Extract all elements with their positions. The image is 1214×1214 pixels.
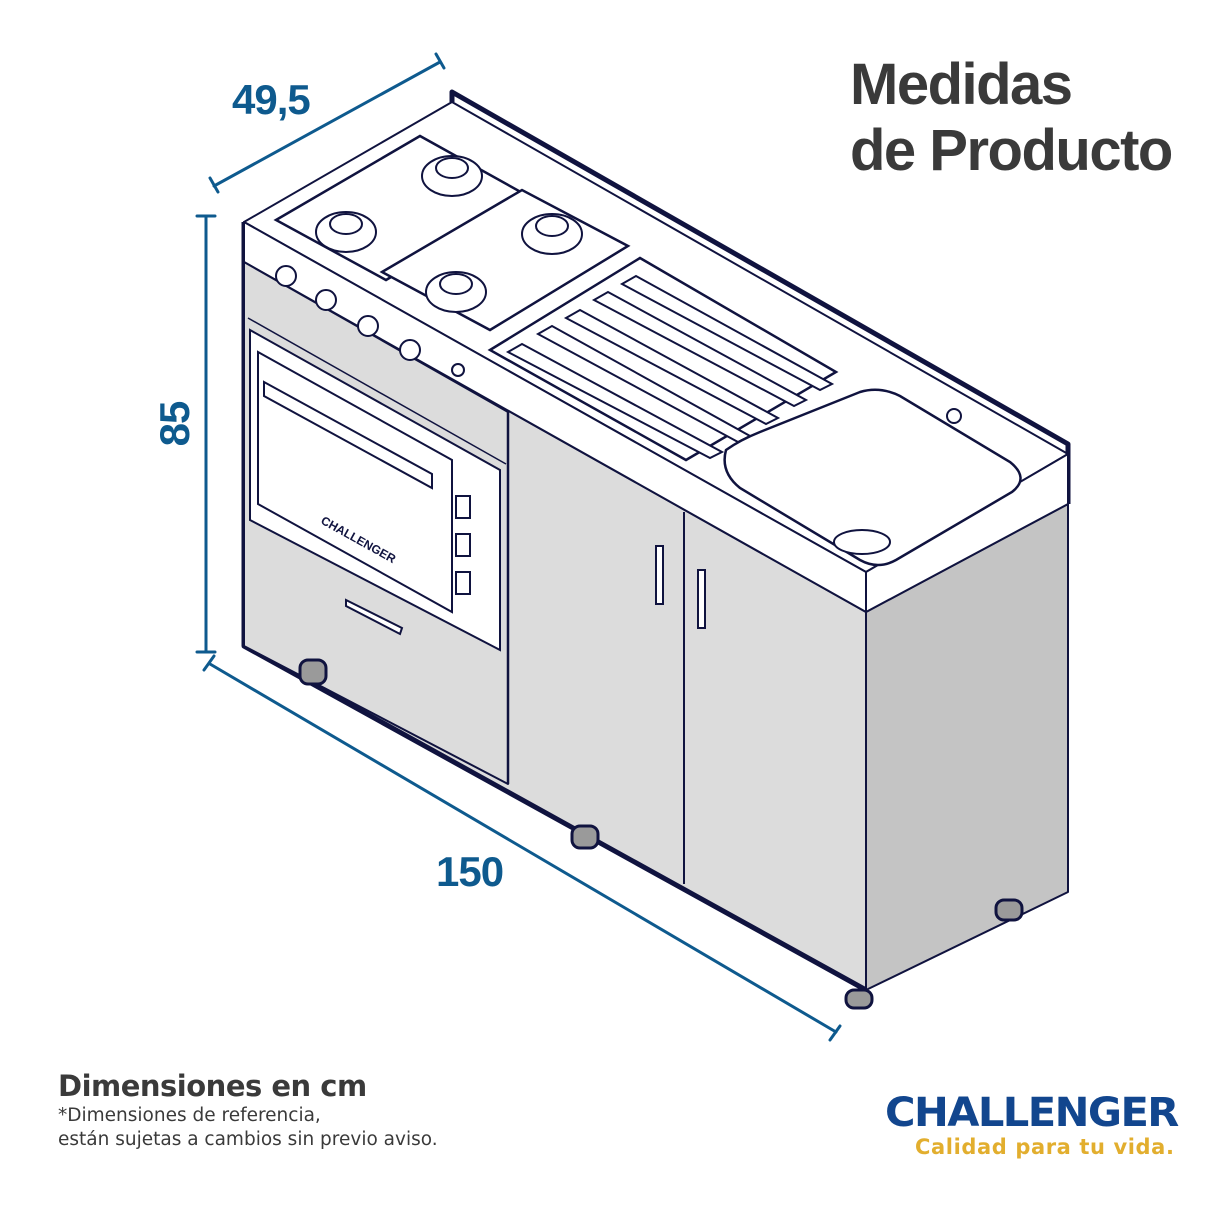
note-line-1: *Dimensiones de referencia, bbox=[58, 1105, 321, 1126]
igniter bbox=[451, 363, 465, 377]
burner-grate-left bbox=[0, 0, 1, 1]
width-dimension-label: 150 bbox=[436, 848, 504, 895]
burner-4 bbox=[521, 213, 583, 255]
oven-handle bbox=[263, 380, 433, 490]
height-dimension-label: 85 bbox=[151, 401, 198, 447]
leg-1 bbox=[298, 658, 328, 686]
leg-3 bbox=[844, 988, 874, 1010]
drawer-handle bbox=[345, 598, 404, 636]
leg-2 bbox=[570, 824, 600, 850]
door-handles bbox=[655, 545, 706, 629]
sink-basin bbox=[723, 388, 1022, 567]
knob-3 bbox=[357, 315, 379, 337]
control-knobs bbox=[275, 265, 465, 377]
burner-3 bbox=[425, 271, 487, 313]
title-line-1: Medidas bbox=[850, 52, 1073, 117]
cabinet-legs bbox=[298, 658, 1024, 1010]
brand-name: CHALLENGER bbox=[885, 1090, 1179, 1136]
note-line-2: están sujetas a cambios sin previo aviso… bbox=[58, 1129, 438, 1150]
drainer-ribs bbox=[505, 274, 835, 460]
brand-logo: CHALLENGER Calidad para tu vida. bbox=[885, 1092, 1179, 1160]
units-label: Dimensiones en cm bbox=[58, 1069, 367, 1103]
brand-slogan: Calidad para tu vida. bbox=[915, 1135, 1175, 1159]
oven: CHALLENGER bbox=[249, 328, 501, 652]
dimension-lines bbox=[195, 52, 842, 1042]
sink-area bbox=[487, 256, 1022, 567]
knob-4 bbox=[399, 339, 421, 361]
cooktop bbox=[0, 0, 631, 377]
page-title: Medidas de Producto bbox=[850, 52, 1173, 184]
depth-dimension-label: 49,5 bbox=[232, 76, 311, 123]
door-handle-right bbox=[697, 569, 706, 629]
title-line-2: de Producto bbox=[850, 118, 1173, 183]
sink-drain bbox=[833, 529, 891, 555]
door-handle-left bbox=[655, 545, 664, 605]
oven-button-2 bbox=[455, 533, 471, 557]
faucet-hole bbox=[946, 408, 962, 424]
burner-1 bbox=[315, 211, 377, 253]
knob-2 bbox=[315, 289, 337, 311]
leg-4 bbox=[994, 898, 1024, 922]
oven-button-1 bbox=[455, 495, 471, 519]
oven-button-3 bbox=[455, 571, 471, 595]
dimension-footnote: Dimensiones en cm *Dimensiones de refere… bbox=[58, 1068, 438, 1152]
burner-2 bbox=[421, 155, 483, 197]
knob-1 bbox=[275, 265, 297, 287]
